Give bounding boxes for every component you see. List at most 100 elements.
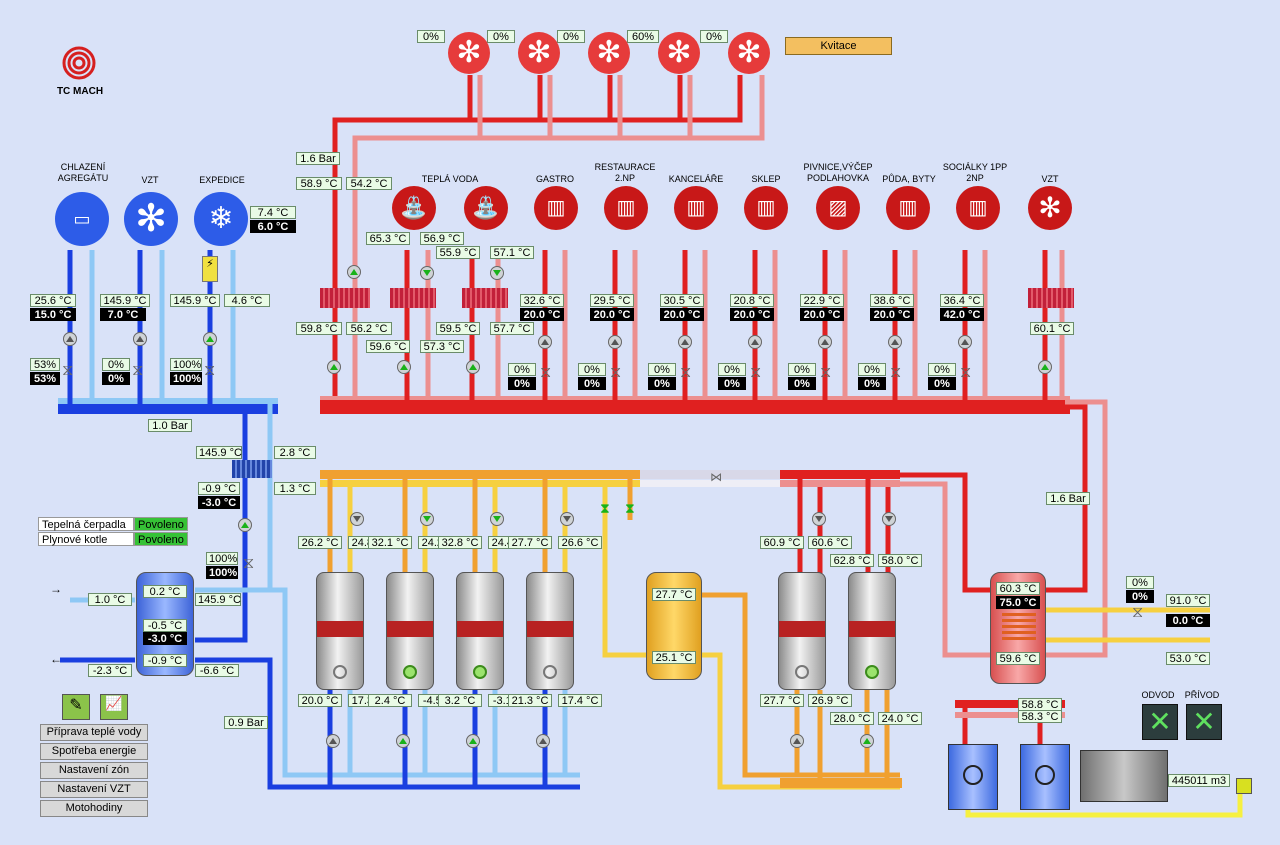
heat-pump-unit[interactable] xyxy=(526,572,574,690)
radiator-icon[interactable]: ▥ xyxy=(744,186,788,230)
radiator-icon[interactable]: ▥ xyxy=(604,186,648,230)
three-way-valve-icon[interactable]: ⧖ xyxy=(132,362,144,379)
zone-valve-pct: 0% xyxy=(718,363,746,376)
menu-hot-water[interactable]: Příprava teplé vody xyxy=(40,724,148,741)
out-temp: 91.0 °C xyxy=(1166,594,1210,607)
three-way-valve-icon[interactable]: ⧖ xyxy=(62,362,74,379)
pump-icon[interactable] xyxy=(420,266,434,280)
hp-temp: 28.0 °C xyxy=(830,712,874,725)
pump-icon[interactable] xyxy=(133,332,147,346)
valve-icon[interactable]: ⋈ xyxy=(710,470,722,484)
intake-fan-icon[interactable]: ✕ xyxy=(1186,704,1222,740)
pump-icon[interactable] xyxy=(420,512,434,526)
pump-icon[interactable] xyxy=(882,512,896,526)
valve-setpoint: 53% xyxy=(30,372,60,385)
tv-temp: 57.1 °C xyxy=(490,246,534,259)
radiator-icon[interactable]: ▥ xyxy=(886,186,930,230)
fan-icon[interactable]: ✻ xyxy=(658,32,700,74)
exhaust-fan-icon[interactable]: ✕ xyxy=(1142,704,1178,740)
zone-label: VZT xyxy=(1041,174,1059,184)
three-way-valve-icon[interactable]: ⧖ xyxy=(960,364,972,381)
pump-icon[interactable] xyxy=(608,335,622,349)
hot-water-icon[interactable]: ⛲ xyxy=(464,186,508,230)
three-way-valve-icon[interactable]: ⧖ xyxy=(243,555,255,572)
pencil-icon[interactable]: ✎ xyxy=(62,694,90,720)
zone-temp: 30.5 °C xyxy=(660,294,704,307)
pump-icon[interactable] xyxy=(326,734,340,748)
tv-exchanger xyxy=(462,288,508,308)
gas-boiler[interactable] xyxy=(948,744,998,810)
radiator-icon[interactable]: ▥ xyxy=(956,186,1000,230)
fan-icon[interactable]: ✻ xyxy=(518,32,560,74)
pump-icon[interactable] xyxy=(538,335,552,349)
kvitace-button[interactable]: Kvitace xyxy=(785,37,892,55)
three-way-valve-icon[interactable]: ⧖ xyxy=(750,364,762,381)
pump-icon[interactable] xyxy=(397,360,411,374)
floor-heating-icon[interactable]: ▨ xyxy=(816,186,860,230)
gas-boiler[interactable] xyxy=(1020,744,1070,810)
hx-left-exchanger xyxy=(232,460,272,478)
radiator-icon[interactable]: ▥ xyxy=(674,186,718,230)
pump-icon[interactable] xyxy=(748,335,762,349)
three-way-valve-icon[interactable]: ⧖ xyxy=(204,362,216,379)
status-value[interactable]: Povoleno xyxy=(134,532,188,546)
three-way-valve-icon[interactable]: ⧖ xyxy=(610,364,622,381)
pump-icon[interactable] xyxy=(490,266,504,280)
menu-zones[interactable]: Nastavení zón xyxy=(40,762,148,779)
menu-vzt[interactable]: Nastavení VZT xyxy=(40,781,148,798)
heat-pump-unit[interactable] xyxy=(848,572,896,690)
menu-motohours[interactable]: Motohodiny xyxy=(40,800,148,817)
pump-icon[interactable] xyxy=(347,265,361,279)
pump-icon[interactable] xyxy=(63,332,77,346)
pump-icon[interactable] xyxy=(1038,360,1052,374)
menu-energy[interactable]: Spotřeba energie xyxy=(40,743,148,760)
fan-icon[interactable]: ✻ xyxy=(448,32,490,74)
fan-icon[interactable]: ✻ xyxy=(1028,186,1072,230)
chp-engine[interactable] xyxy=(1080,750,1168,802)
pump-icon[interactable] xyxy=(536,734,550,748)
pump-icon[interactable] xyxy=(327,360,341,374)
pump-icon[interactable] xyxy=(203,332,217,346)
pump-icon[interactable] xyxy=(560,512,574,526)
pump-icon[interactable] xyxy=(466,360,480,374)
valve-pct: 0% xyxy=(102,358,130,371)
three-way-valve-icon[interactable]: ⧖ xyxy=(890,364,902,381)
pump-icon[interactable] xyxy=(350,512,364,526)
zone-label: PIVNICE,VÝČEP PODLAHOVKA xyxy=(803,162,873,183)
three-way-valve-icon[interactable]: ⧖ xyxy=(680,364,692,381)
hx-temp: 145.9 °C xyxy=(196,446,242,459)
three-way-valve-icon[interactable]: ⧖ xyxy=(540,364,552,381)
pump-icon[interactable] xyxy=(958,335,972,349)
three-way-valve-icon[interactable]: ⧖ xyxy=(820,364,832,381)
pump-icon[interactable] xyxy=(860,734,874,748)
radiator-icon[interactable]: ▥ xyxy=(534,186,578,230)
chart-icon[interactable]: 📈 xyxy=(100,694,128,720)
heat-pump-unit[interactable] xyxy=(316,572,364,690)
hp-temp: 32.1 °C xyxy=(368,536,412,549)
heat-pump-unit[interactable] xyxy=(386,572,434,690)
valve-icon[interactable]: ⧗ xyxy=(625,500,635,516)
status-value[interactable]: Povoleno xyxy=(134,517,188,531)
pump-icon[interactable] xyxy=(888,335,902,349)
pump-icon[interactable] xyxy=(678,335,692,349)
tv-temp: 59.5 °C xyxy=(436,322,480,335)
pump-icon[interactable] xyxy=(466,734,480,748)
pump-icon[interactable] xyxy=(396,734,410,748)
fan-icon[interactable]: ✻ xyxy=(728,32,770,74)
heat-pump-unit[interactable] xyxy=(456,572,504,690)
snowflake-icon[interactable]: ❄ xyxy=(194,192,248,246)
ac-unit-icon[interactable]: ▭ xyxy=(55,192,109,246)
three-way-valve-icon[interactable]: ⧖ xyxy=(1132,604,1144,621)
tv-temp: 56.9 °C xyxy=(420,232,464,245)
heat-pump-unit[interactable] xyxy=(778,572,826,690)
top-fan-pct: 0% xyxy=(700,30,728,43)
fan-icon[interactable]: ✻ xyxy=(588,32,630,74)
fan-icon[interactable]: ✻ xyxy=(124,192,178,246)
pump-icon[interactable] xyxy=(812,512,826,526)
pump-icon[interactable] xyxy=(238,518,252,532)
valve-icon[interactable]: ⧗ xyxy=(600,500,610,516)
hot-water-icon[interactable]: ⛲ xyxy=(392,186,436,230)
pump-icon[interactable] xyxy=(490,512,504,526)
pump-icon[interactable] xyxy=(790,734,804,748)
pump-icon[interactable] xyxy=(818,335,832,349)
